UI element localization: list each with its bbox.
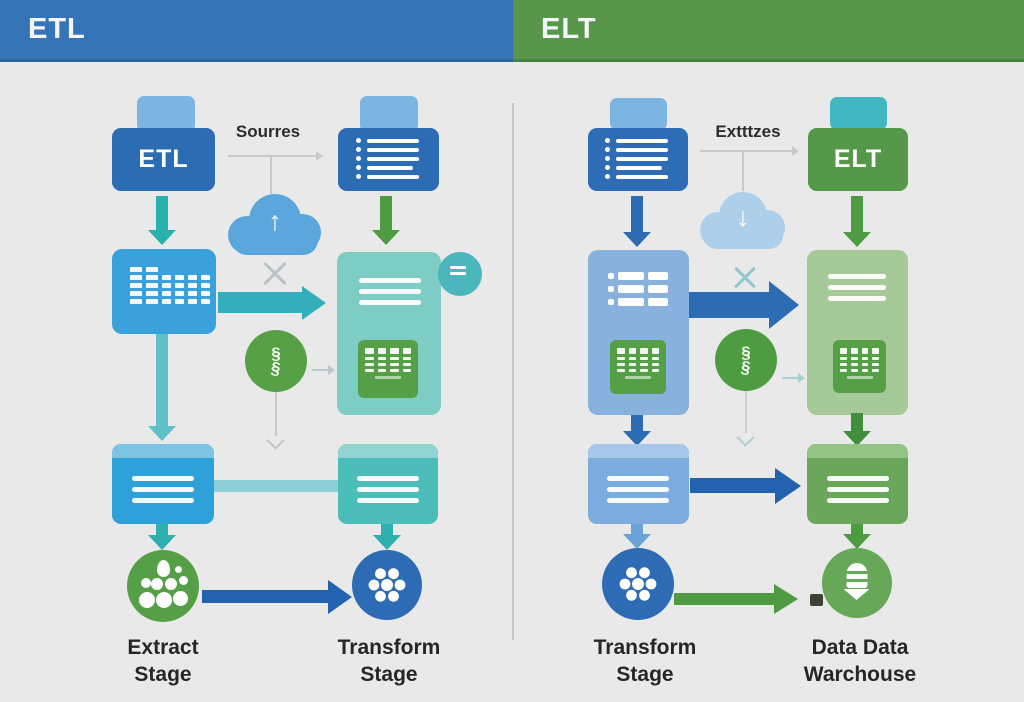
flow-arrow-teal: [218, 292, 302, 313]
source-list-box: [338, 128, 439, 191]
etl-header-title: ETL: [28, 13, 86, 45]
x-mark-left: [260, 258, 290, 286]
text-lines-icon: [359, 278, 421, 305]
molecule-icon: [619, 567, 657, 601]
cloud-upload-icon: ↑: [228, 194, 322, 256]
gear-drop-line: [275, 392, 277, 436]
drop-chevron: [736, 428, 755, 447]
warehouse-output-box: [807, 444, 908, 524]
text-lines-icon: [357, 476, 419, 503]
text-lines-icon: [607, 476, 669, 503]
cluster-icon: [137, 558, 189, 614]
elt-source-label: ELT: [833, 145, 883, 173]
text-lines-icon: [828, 274, 886, 301]
upload-arrow-glyph: ↑: [268, 206, 282, 236]
drop-chevron: [266, 431, 285, 450]
down-arrow-blue: [631, 196, 643, 232]
long-down-arrow-teal: [156, 334, 168, 426]
extract-stage-circle: [127, 550, 199, 622]
database-tab-icon: [830, 97, 887, 130]
stage-flow-arrow-green: [674, 593, 774, 605]
box-flow-arrow-blue: [690, 478, 775, 493]
molecule-icon: [368, 568, 406, 602]
text-lines-icon: [132, 476, 194, 503]
box-connector-bar: [214, 480, 338, 492]
sources-label: Sourres: [235, 122, 301, 141]
elt-source-list-box: [588, 128, 688, 191]
text-lines-icon: [827, 476, 889, 503]
transform-stage-circle: [352, 550, 422, 620]
download-arrow-glyph: ↓: [736, 202, 750, 232]
etl-header-bar: ETL: [0, 0, 513, 62]
warehouse-circle: [822, 548, 892, 618]
warehouse-transform-box: [807, 250, 908, 415]
table-icon: [358, 340, 418, 398]
sources-drop-line: [270, 156, 272, 194]
extract-output-box: [112, 444, 214, 524]
extract-label: Extttzes: [715, 122, 781, 141]
transform-output-box: [588, 444, 689, 524]
staging-box: [337, 252, 441, 415]
database-tab-icon: [360, 96, 418, 132]
extract-connector-line: [700, 146, 799, 156]
down-arrow-green: [851, 196, 863, 232]
note-badge-circle: [438, 252, 482, 296]
gear-side-line: [782, 373, 805, 383]
elt-header-bar: ELT: [513, 0, 1024, 62]
table-icon: [833, 340, 886, 393]
table-icon: [610, 340, 666, 394]
extract-drop-line: [742, 151, 744, 191]
cloud-download-icon: ↓: [700, 192, 786, 252]
transform-gear-circle: §§: [245, 330, 307, 392]
down-arrow-blue: [631, 415, 643, 431]
gears-icon: §§: [269, 344, 283, 379]
gear-drop-line: [745, 391, 747, 433]
down-arrow-green: [380, 196, 392, 230]
database-tab-icon: [137, 96, 195, 132]
transform-gear-circle: §§: [715, 329, 777, 391]
gears-icon: §§: [739, 343, 753, 378]
elt-source-box: ELT: [808, 128, 908, 191]
etl-source-box: ETL: [112, 128, 215, 191]
down-arrow-green-small: [851, 524, 863, 534]
raw-load-box: [588, 250, 689, 415]
x-mark-right: [731, 263, 759, 289]
down-arrow-teal-small: [156, 524, 168, 535]
transform-stage-circle: [602, 548, 674, 620]
panel-divider: [512, 103, 514, 640]
down-arrow-teal: [156, 196, 168, 230]
down-arrow-light-blue: [631, 524, 643, 534]
down-arrow-teal-small: [381, 524, 393, 535]
download-icon: [843, 563, 870, 600]
down-arrow-dark-green: [851, 413, 863, 431]
database-tab-icon: [610, 98, 667, 130]
bullet-list-icon: [605, 138, 671, 179]
sources-connector-line: [228, 151, 323, 161]
gear-side-line: [312, 365, 335, 375]
elt-header-title: ELT: [541, 13, 597, 45]
bullet-list-icon: [356, 138, 422, 179]
load-output-box: [338, 444, 438, 524]
dash-mark: [810, 594, 823, 606]
flow-arrow-blue: [689, 292, 769, 318]
table-rows-icon: [608, 272, 668, 306]
etl-source-label: ETL: [138, 145, 189, 173]
document-lines-icon: [450, 266, 466, 275]
extract-data-box: [112, 249, 216, 334]
stage-flow-arrow-blue: [202, 590, 328, 603]
equalizer-icon: [130, 267, 210, 304]
